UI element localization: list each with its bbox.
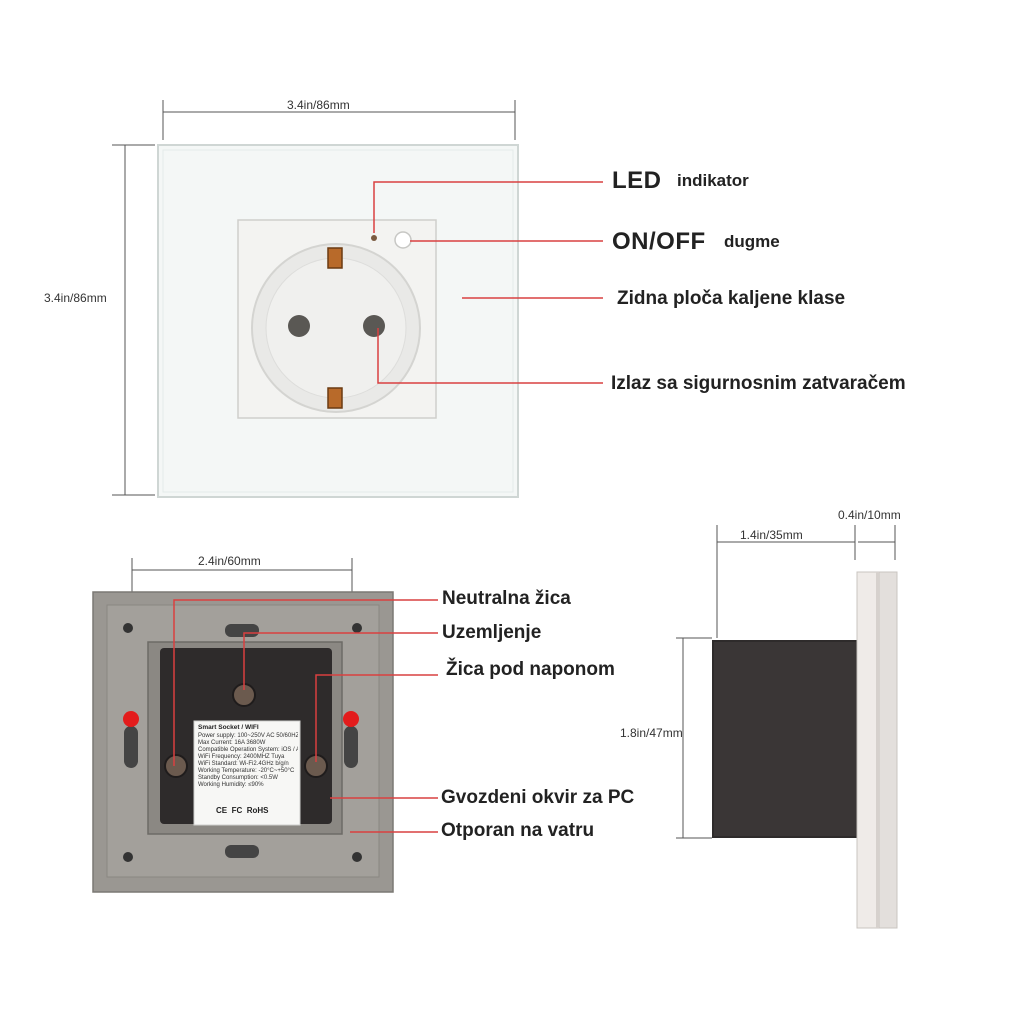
pin-hole-right xyxy=(363,315,385,337)
side-depth-label: 1.4in/35mm xyxy=(740,528,803,542)
pin-hole-left xyxy=(288,315,310,337)
outlet-label: Izlaz sa sigurnosnim zatvaračem xyxy=(611,373,906,394)
module-spec-line: Power supply: 100~250V AC 50/60HZ xyxy=(198,733,298,739)
callout-line-outlet xyxy=(377,328,603,384)
ground-label: Uzemljenje xyxy=(442,622,542,643)
side-panel-label: 0.4in/10mm xyxy=(838,508,901,522)
module-label-title: Smart Socket / WIFI xyxy=(198,724,259,731)
onoff-label: ON/OFF xyxy=(612,228,706,255)
neutral-label: Neutralna žica xyxy=(442,588,571,609)
marker-right xyxy=(343,711,359,727)
module-spec-line: Standby Consumption: <0.5W xyxy=(198,775,278,781)
side-height-label: 1.8in/47mm xyxy=(620,726,683,740)
callout-line-neutral xyxy=(173,599,438,766)
marker-left xyxy=(123,711,139,727)
led-label: LED xyxy=(612,167,662,194)
callout-line-live xyxy=(315,674,438,762)
side-glass-panel xyxy=(856,571,880,929)
ce-mark: CE xyxy=(216,806,228,815)
fc-mark: FC xyxy=(231,806,243,815)
module-spec-line: Working Temperature: -20°C~+50°C xyxy=(198,768,295,774)
module-spec-line: WiFi Frequency: 2400MHZ Tuya xyxy=(198,754,285,760)
module-spec-line: Working Humidity: ≤90% xyxy=(198,782,264,788)
module-label-sticker xyxy=(193,720,301,826)
led-sub-label: indikator xyxy=(677,171,749,190)
module-spec-line: Max Current: 16A 3680W xyxy=(198,740,266,746)
callout-line-ground xyxy=(243,632,438,690)
cert-marks: CE FC RoHS xyxy=(216,806,268,815)
led-indicator xyxy=(371,235,377,241)
callout-line-led xyxy=(373,181,603,233)
live-label: Žica pod naponom xyxy=(446,659,615,680)
side-height-dimension xyxy=(676,637,712,839)
panel-label: Zidna ploča kaljene klase xyxy=(617,288,846,309)
side-panel-dimension xyxy=(858,525,896,560)
rohs-mark: RoHS xyxy=(246,806,269,815)
module-label: Smart Socket / WIFI Power supply: 100~25… xyxy=(196,723,298,823)
onoff-sub-label: dugme xyxy=(724,232,780,251)
front-width-dimension xyxy=(162,100,516,140)
ground-clip-bottom xyxy=(327,387,343,409)
module-spec-line: WiFi Standard: Wi-Fi2.4GHz b/g/n xyxy=(198,761,289,767)
front-height-dimension xyxy=(112,144,155,496)
side-depth-dimension xyxy=(716,525,856,638)
front-height-label: 3.4in/86mm xyxy=(44,291,107,305)
ground-clip-top xyxy=(327,247,343,269)
onoff-button[interactable] xyxy=(394,231,412,249)
frame-label: Gvozdeni okvir za PC xyxy=(441,787,635,808)
module-spec-line: Compatible Operation System: iOS / Andro… xyxy=(198,747,298,753)
fire-label: Otporan na vatru xyxy=(441,820,595,841)
back-spacing-label: 2.4in/60mm xyxy=(198,554,261,568)
front-width-label: 3.4in/86mm xyxy=(287,98,350,112)
